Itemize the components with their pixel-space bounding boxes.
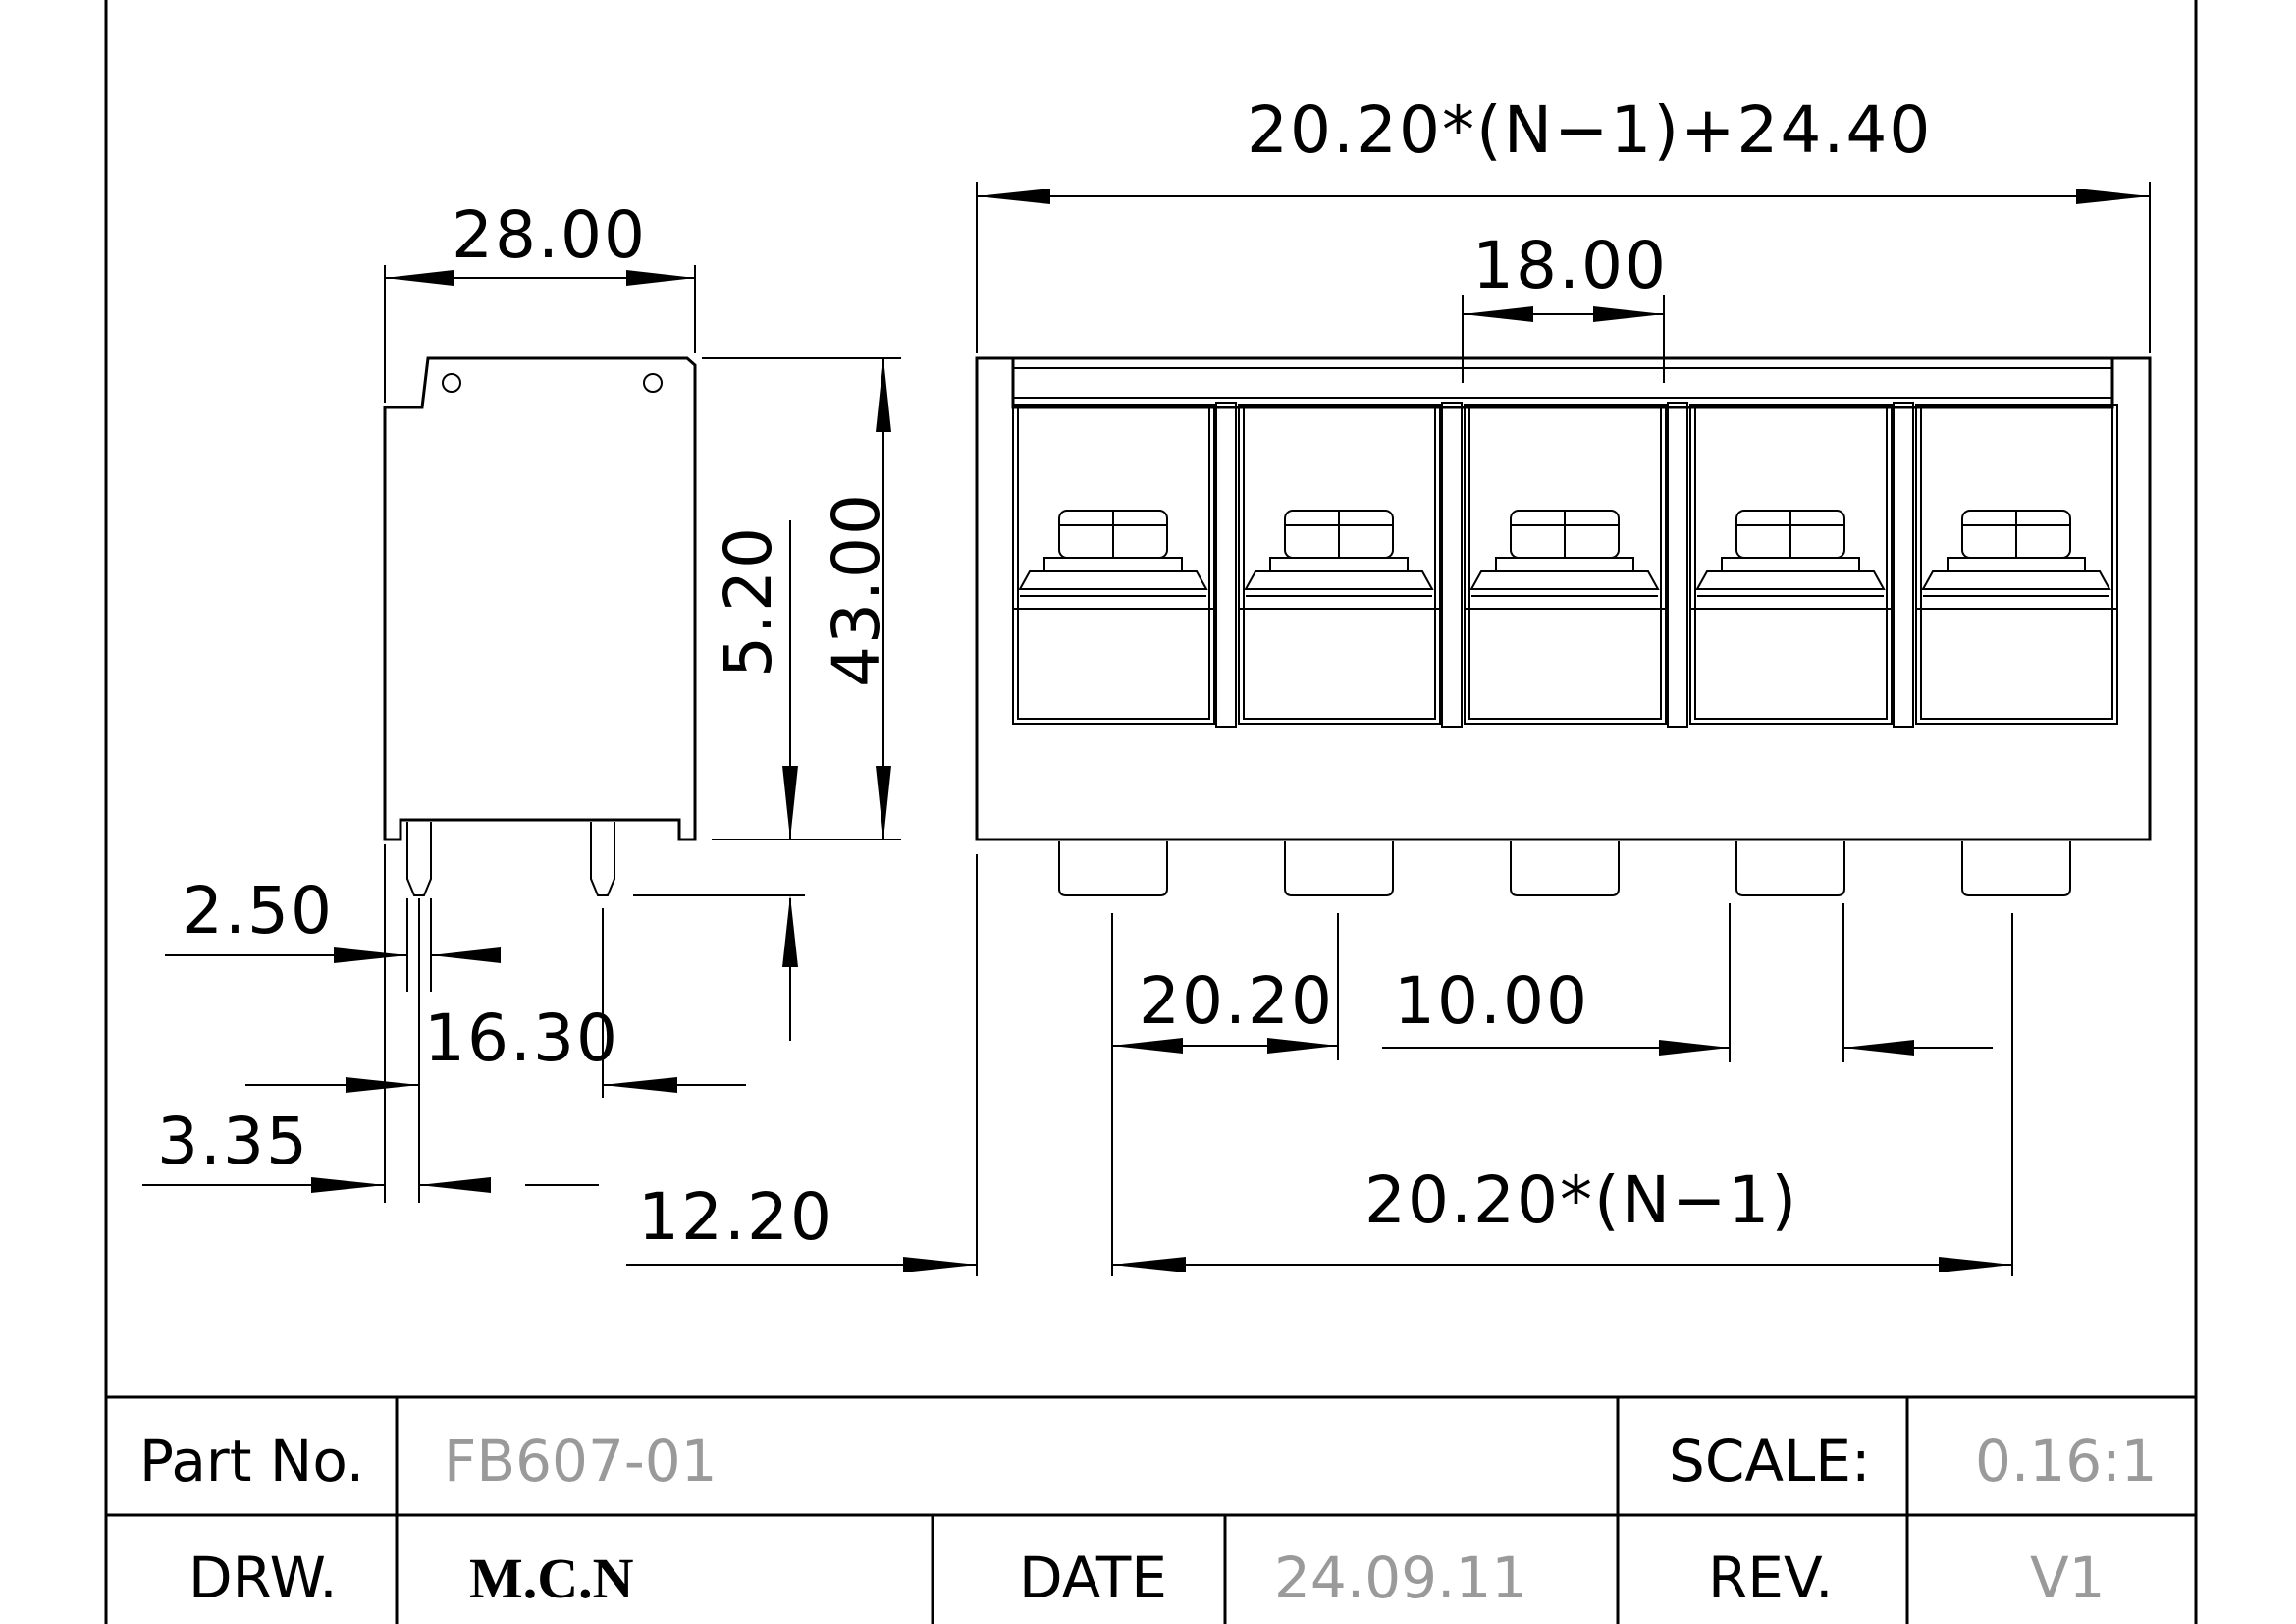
dim-3-35: 3.35: [157, 1104, 309, 1179]
part-no-label: Part No.: [139, 1428, 364, 1494]
front-view: [975, 356, 2152, 841]
washer: [1269, 557, 1409, 572]
cell-frame: [1012, 404, 1215, 725]
side-dimensions: 28.00 43.00 5.20 2.50 16.30: [142, 197, 901, 1203]
separator-wall: [1441, 402, 1463, 728]
terminal-cell: [1464, 402, 1688, 896]
clamp-plate: [1469, 570, 1660, 590]
dim-16-30: 16.30: [424, 1001, 619, 1076]
date-label: DATE: [1019, 1544, 1167, 1611]
side-view: [383, 356, 697, 896]
terminal-cell: [1689, 402, 1914, 896]
rev-value: V1: [2030, 1544, 2106, 1611]
washer: [1495, 557, 1634, 572]
dim-10: 10.00: [1394, 963, 1589, 1039]
cell-inner-frame: [1468, 404, 1662, 720]
cell-inner-frame: [1920, 404, 2113, 720]
dim-pitch: 20.20: [1139, 963, 1334, 1039]
separator-wall: [1893, 402, 1914, 728]
date-value: 24.09.11: [1274, 1544, 1527, 1611]
dim-5-20: 5.20: [711, 525, 786, 677]
cell-frame: [1689, 404, 1893, 725]
dim-span: 20.20*(N−1): [1364, 1163, 1798, 1238]
clamp-plate: [1921, 570, 2111, 590]
terminal-cells: [1012, 402, 2118, 896]
solder-pin: [1058, 841, 1168, 896]
scale-label: SCALE:: [1669, 1428, 1871, 1494]
solder-pin: [1735, 841, 1845, 896]
drw-value: M.C.N: [469, 1546, 634, 1610]
dim-18: 18.00: [1472, 228, 1668, 303]
dim-2-50: 2.50: [182, 873, 334, 948]
cell-inner-frame: [1694, 404, 1888, 720]
washer: [1043, 557, 1183, 572]
clamp-plate: [1244, 570, 1434, 590]
solder-pin: [1284, 841, 1394, 896]
clamp-plate: [1018, 570, 1208, 590]
washer: [1947, 557, 2086, 572]
cell-frame: [1238, 404, 1441, 725]
front-dimensions: 20.20*(N−1)+24.40 18.00 20.20 10.00 12.2…: [626, 92, 2151, 1276]
terminal-cell: [1012, 402, 1237, 896]
solder-pin: [1961, 841, 2071, 896]
separator-wall: [1215, 402, 1237, 728]
scale-value: 0.16:1: [1975, 1428, 2158, 1494]
separator-wall: [1667, 402, 1688, 728]
cell-inner-frame: [1017, 404, 1210, 720]
cell-inner-frame: [1243, 404, 1436, 720]
dim-43: 43.00: [819, 492, 894, 687]
drawing-frame: [104, 0, 2198, 1624]
dim-overall: 20.20*(N−1)+24.40: [1247, 92, 1932, 168]
part-no-value: FB607-01: [444, 1428, 718, 1494]
rev-label: REV.: [1708, 1544, 1834, 1611]
cell-frame: [1464, 404, 1667, 725]
dim-28: 28.00: [452, 197, 647, 273]
drw-label: DRW.: [188, 1544, 338, 1611]
dim-12-20: 12.20: [638, 1179, 833, 1255]
terminal-cell: [1915, 404, 2118, 896]
cell-frame: [1915, 404, 2118, 725]
clamp-plate: [1695, 570, 1886, 590]
title-block: Part No. FB607-01 SCALE: 0.16:1 DRW. M.C…: [106, 1395, 2196, 1624]
washer: [1721, 557, 1860, 572]
terminal-cell: [1238, 402, 1463, 896]
solder-pin: [1510, 841, 1620, 896]
